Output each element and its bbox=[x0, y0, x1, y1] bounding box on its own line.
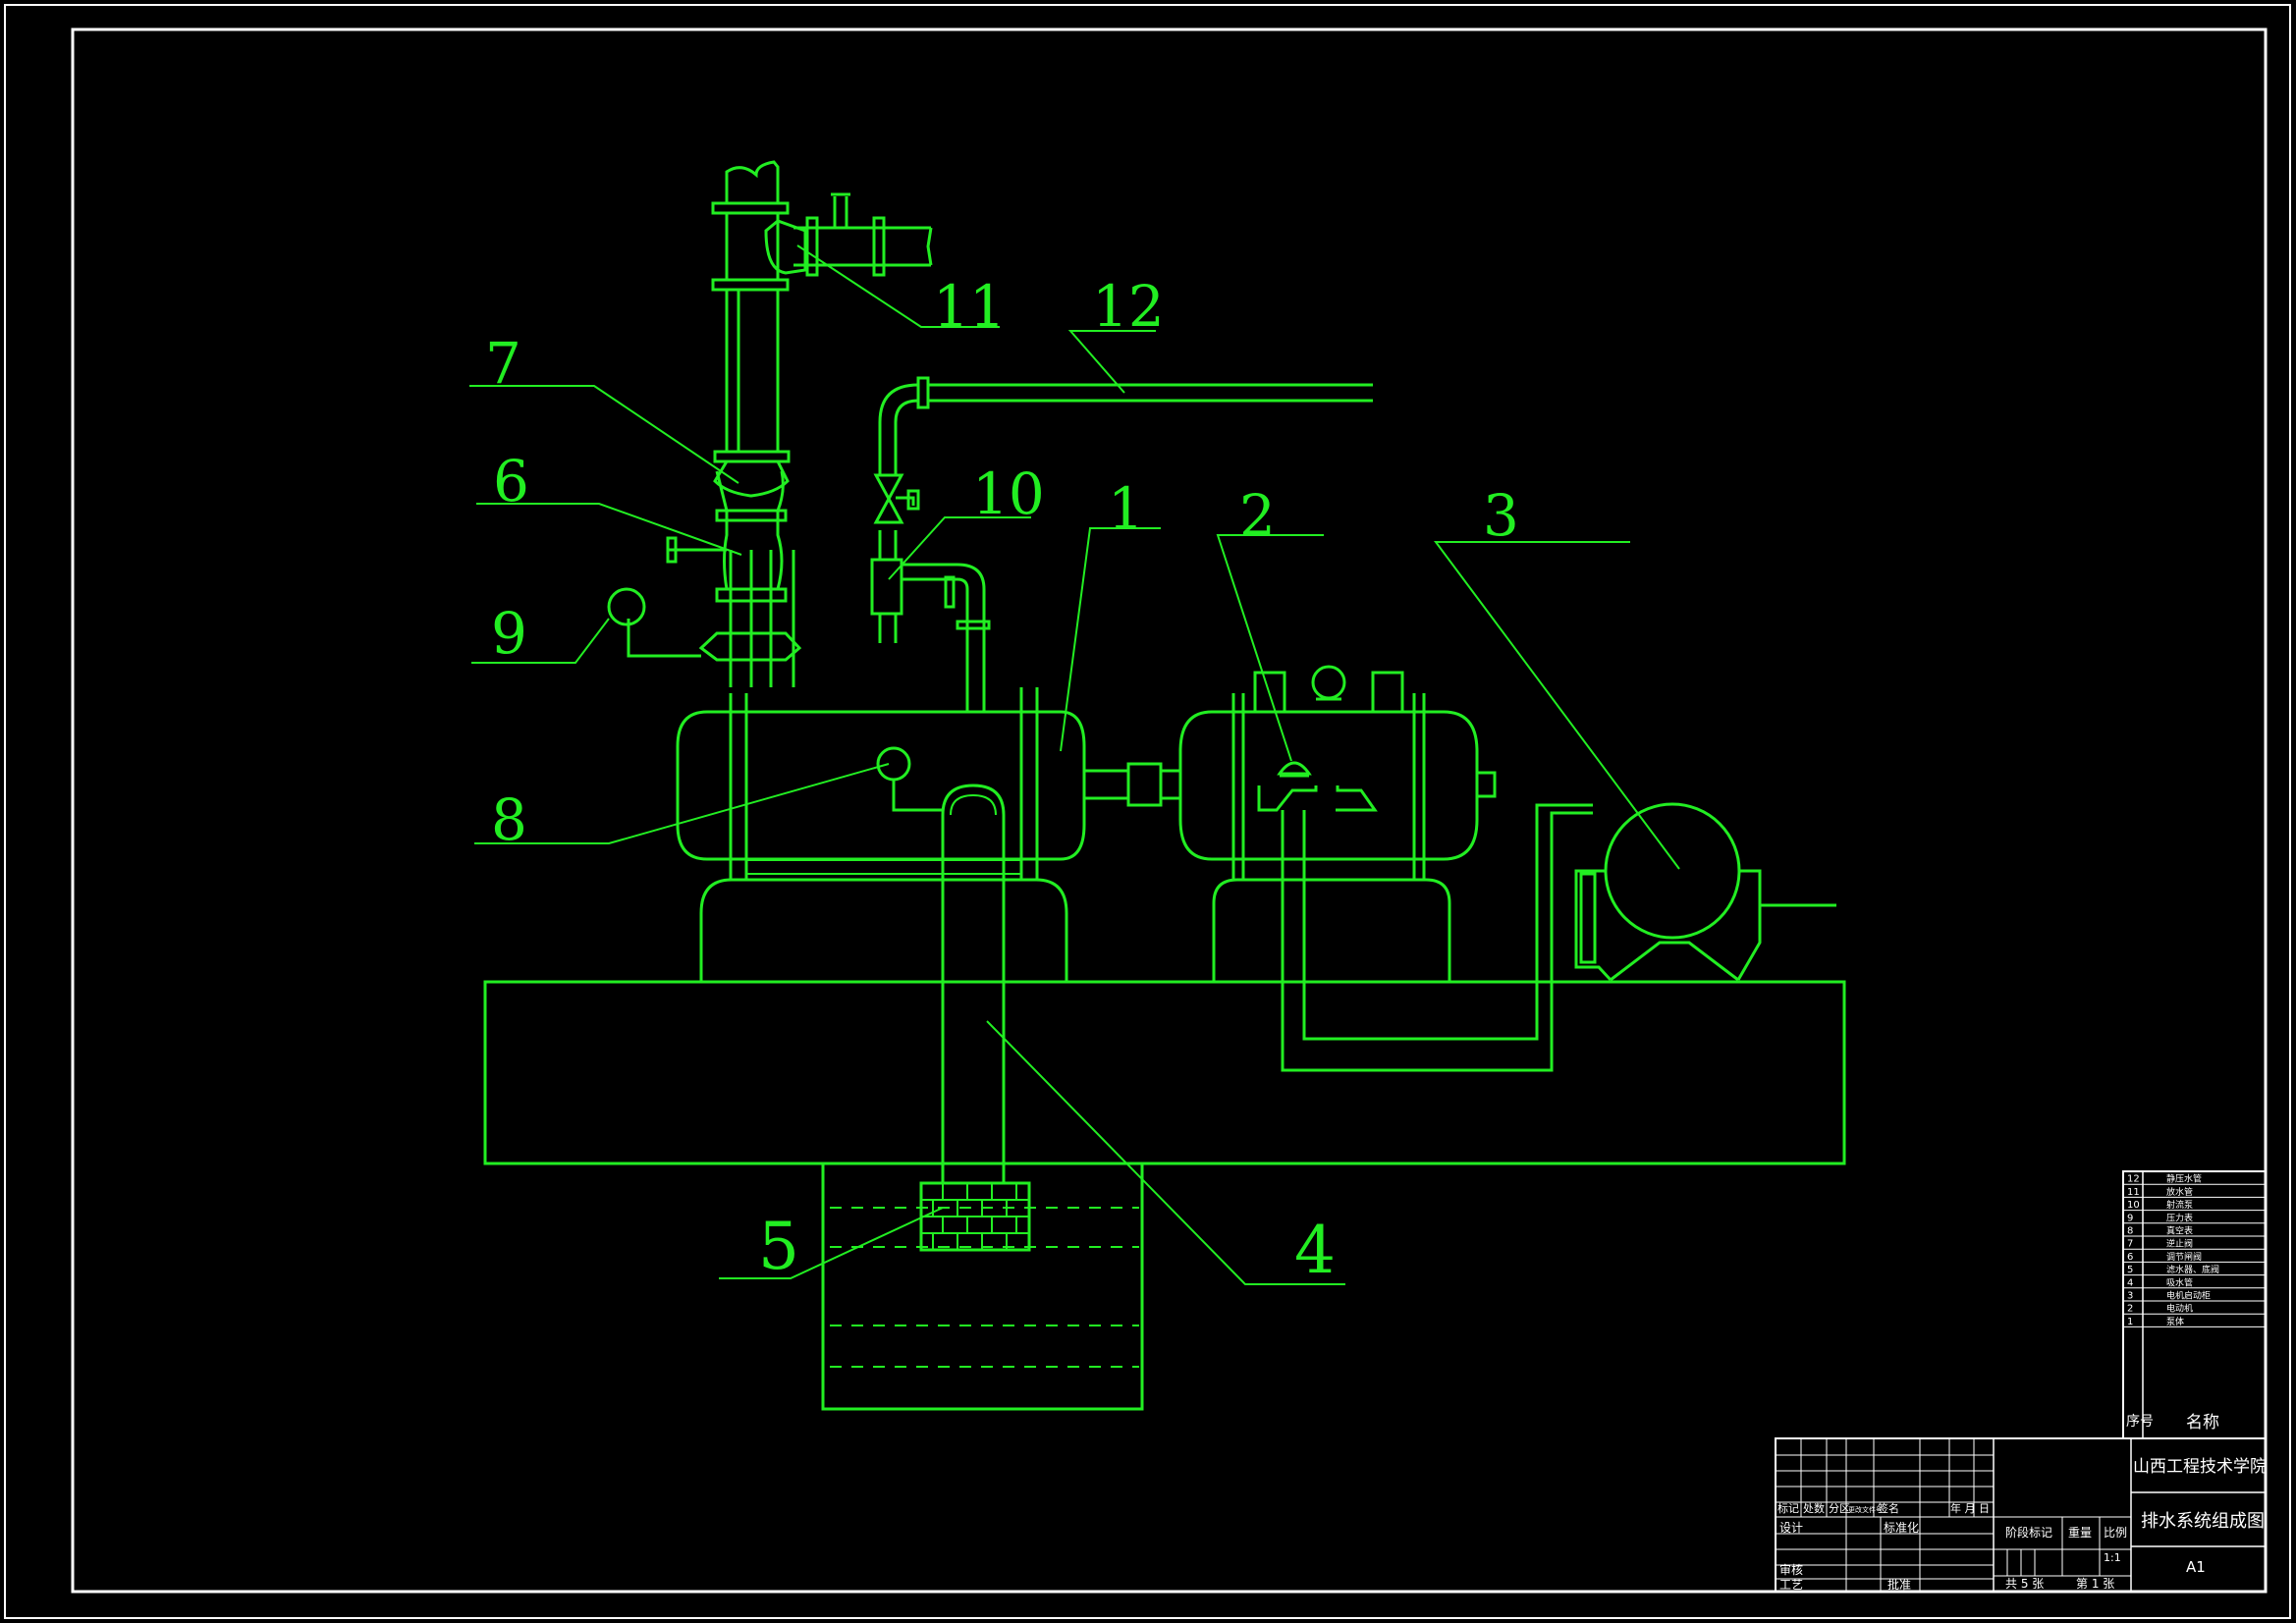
part-label-1: 1 bbox=[1108, 475, 1144, 542]
suction-pipe bbox=[941, 784, 1006, 1183]
parts-row-no: 1 bbox=[2127, 1317, 2133, 1327]
pump-base bbox=[699, 878, 1068, 982]
parts-row-name: 放水管 bbox=[2166, 1186, 2193, 1198]
tb-signature: 签名 bbox=[1878, 1501, 1899, 1515]
water-sump bbox=[821, 1163, 1144, 1411]
leader-lines bbox=[469, 244, 1680, 1285]
strainer-foot-valve bbox=[919, 1181, 1031, 1252]
parts-row-name: 滤水器、底阀 bbox=[2166, 1264, 2219, 1275]
tb-sheet-no: 第 1 张 bbox=[2076, 1577, 2114, 1591]
parts-row-name: 电机启动柜 bbox=[2166, 1290, 2211, 1302]
tb-total-sheets: 共 5 张 bbox=[2005, 1577, 2044, 1591]
outer-border bbox=[4, 4, 2291, 1619]
inner-border bbox=[71, 27, 2268, 1594]
tb-date: 年 月 日 bbox=[1950, 1501, 1990, 1515]
parts-row-name: 吸水管 bbox=[2166, 1276, 2193, 1288]
part-labels: 1 2 3 4 5 6 7 8 9 10 11 12 bbox=[485, 273, 1519, 1288]
tb-sheet-size: A1 bbox=[2186, 1558, 2206, 1576]
tb-review: 审核 bbox=[1779, 1562, 1803, 1577]
part-label-8: 8 bbox=[491, 786, 527, 853]
parts-header-no: 序号 bbox=[2126, 1414, 2154, 1430]
parts-row-no: 6 bbox=[2127, 1252, 2133, 1263]
parts-row-name: 泵体 bbox=[2166, 1316, 2184, 1327]
parts-row-no: 2 bbox=[2127, 1304, 2133, 1315]
part-label-4: 4 bbox=[1294, 1213, 1336, 1288]
parts-row-no: 9 bbox=[2127, 1213, 2133, 1223]
part-label-12: 12 bbox=[1092, 273, 1165, 340]
tb-approve: 批准 bbox=[1887, 1577, 1911, 1592]
tb-standardize: 标准化 bbox=[1884, 1521, 1919, 1535]
parts-row-no: 11 bbox=[2127, 1187, 2140, 1198]
pump-body bbox=[676, 628, 1182, 880]
tb-drawing-title: 排水系统组成图 bbox=[2141, 1511, 2265, 1532]
motor-base bbox=[1212, 878, 1451, 982]
parts-header-name: 名称 bbox=[2186, 1413, 2219, 1433]
tb-weight-header: 重量 bbox=[2068, 1526, 2092, 1540]
cable-run bbox=[1281, 803, 1593, 1072]
parts-row-name: 真空表 bbox=[2166, 1225, 2193, 1237]
foundation bbox=[483, 980, 1846, 1165]
tb-zone: 分区 bbox=[1829, 1502, 1850, 1515]
parts-row-name: 压力表 bbox=[2166, 1212, 2193, 1223]
title-block: 标记 处数 分区 更改文件号 签名 年 月 日 设计 标准化 审核 工艺 批准 … bbox=[1775, 1437, 2267, 1593]
parts-row-no: 4 bbox=[2127, 1277, 2133, 1288]
tb-scale-value: 1:1 bbox=[2104, 1551, 2121, 1564]
parts-row-name: 电动机 bbox=[2166, 1303, 2193, 1315]
tb-change-doc: 更改文件号 bbox=[1848, 1505, 1883, 1514]
parts-row-name: 调节闸阀 bbox=[2166, 1252, 2202, 1263]
part-label-10: 10 bbox=[972, 460, 1045, 527]
parts-row-no: 7 bbox=[2127, 1239, 2133, 1250]
part-label-11: 11 bbox=[933, 273, 1006, 340]
parts-row-name: 静压水管 bbox=[2166, 1173, 2202, 1185]
tb-stage-mark: 阶段标记 bbox=[2005, 1525, 2052, 1540]
parts-row-no: 10 bbox=[2127, 1200, 2140, 1211]
part-label-3: 3 bbox=[1483, 482, 1519, 549]
parts-row-no: 12 bbox=[2127, 1174, 2140, 1185]
parts-row-no: 3 bbox=[2127, 1291, 2133, 1302]
tb-scale-header: 比例 bbox=[2104, 1526, 2127, 1540]
parts-row-no: 5 bbox=[2127, 1265, 2133, 1275]
discharge-column bbox=[607, 160, 933, 687]
tb-count: 处数 bbox=[1803, 1502, 1825, 1515]
part-label-2: 2 bbox=[1239, 482, 1276, 549]
parts-row-name: 射流泵 bbox=[2166, 1199, 2193, 1211]
parts-row-no: 8 bbox=[2127, 1226, 2133, 1237]
part-label-5: 5 bbox=[758, 1209, 799, 1284]
part-label-6: 6 bbox=[493, 448, 529, 514]
jet-pump-pipe bbox=[870, 376, 1373, 643]
tb-process: 工艺 bbox=[1779, 1578, 1803, 1592]
tb-school: 山西工程技术学院 bbox=[2133, 1457, 2267, 1477]
motor bbox=[1178, 665, 1497, 880]
starter-cabinet bbox=[1574, 802, 1836, 982]
part-label-7: 7 bbox=[485, 330, 521, 397]
part-label-9: 9 bbox=[491, 600, 527, 667]
tb-mark: 标记 bbox=[1777, 1501, 1799, 1515]
parts-row-name: 逆止阀 bbox=[2166, 1238, 2193, 1250]
tb-design: 设计 bbox=[1779, 1521, 1803, 1535]
